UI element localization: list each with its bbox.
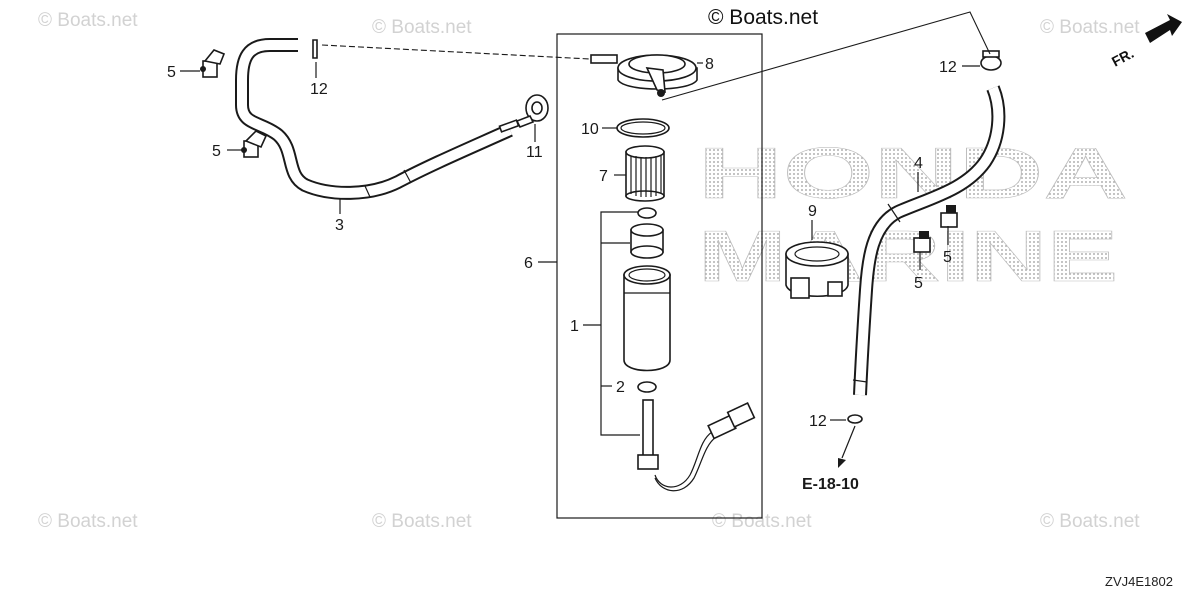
- callout-3: 3: [335, 217, 344, 234]
- watermark: © Boats.net: [712, 511, 812, 532]
- watermark: © Boats.net: [38, 10, 138, 31]
- clip-icon: [980, 50, 1002, 71]
- callout-11: 11: [526, 144, 543, 161]
- seal-icon: [637, 207, 657, 219]
- small-o-ring-icon: [637, 381, 657, 393]
- front-label: FR.: [1109, 45, 1136, 70]
- callout-5: 5: [167, 64, 176, 81]
- water-sensor-icon: [637, 399, 756, 492]
- callout-12: 12: [939, 59, 957, 76]
- callout-5: 5: [212, 143, 221, 160]
- callout-9: 9: [808, 203, 817, 220]
- hose-3: [235, 38, 513, 200]
- callout-7: 7: [599, 168, 608, 185]
- watermark: © Boats.net: [372, 17, 472, 38]
- callout-4: 4: [914, 155, 923, 172]
- callout-5: 5: [943, 249, 952, 266]
- callout-1: 1: [570, 318, 579, 335]
- assembly-box: [556, 33, 763, 519]
- callout-8: 8: [705, 56, 714, 73]
- clamp-icon: [200, 49, 226, 78]
- diagram-code: ZVJ4E1802: [1105, 574, 1173, 589]
- hose-4: [852, 85, 1006, 396]
- watermark: © Boats.net: [1040, 17, 1140, 38]
- callout-5: 5: [914, 275, 923, 292]
- filter-cup-icon: [623, 265, 671, 372]
- sender-eyelet-icon: [498, 94, 549, 133]
- watermark: © Boats.net: [38, 511, 138, 532]
- watermark: © Boats.net: [1040, 511, 1140, 532]
- clip-icon: [847, 414, 863, 424]
- brand-marine: MARINE: [698, 217, 1118, 297]
- filter-element-icon: [625, 145, 665, 202]
- callout-6: 6: [524, 255, 533, 272]
- clip-icon: [312, 39, 318, 59]
- clamp-icon: [940, 205, 958, 228]
- float-collar-icon: [630, 223, 664, 259]
- group-bracket: [600, 211, 640, 436]
- callout-10: 10: [581, 121, 599, 138]
- front-arrow-icon: [1145, 14, 1182, 43]
- callout-12: 12: [809, 413, 827, 430]
- clamp-icon: [241, 130, 268, 158]
- watermark-main: © Boats.net: [708, 6, 818, 29]
- filter-cap-icon: [590, 54, 698, 97]
- filter-bracket-icon: [785, 241, 849, 299]
- callout-12: 12: [310, 81, 328, 98]
- watermark: © Boats.net: [372, 511, 472, 532]
- callout-2: 2: [616, 379, 625, 396]
- cross-reference: E-18-10: [802, 476, 859, 493]
- clamp-icon: [913, 231, 931, 253]
